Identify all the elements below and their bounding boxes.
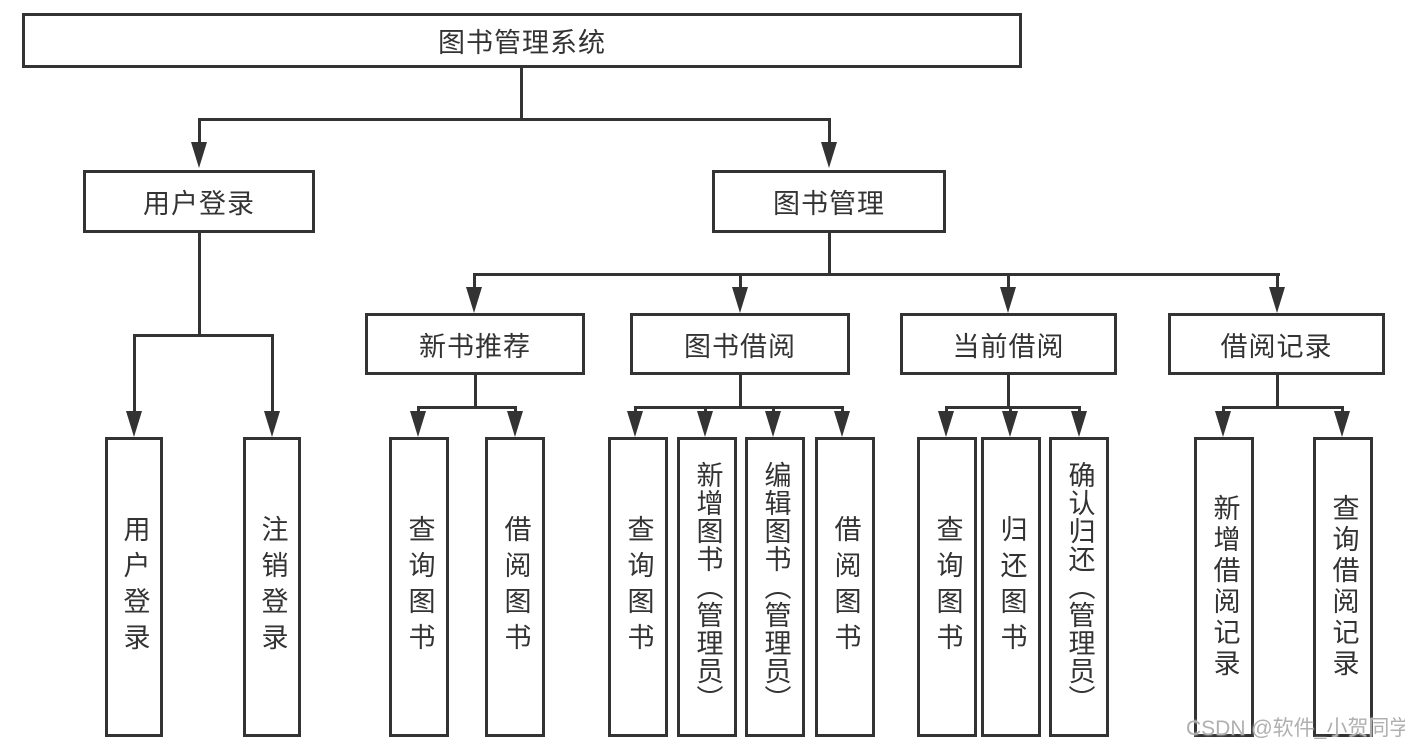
connector-arrowhead xyxy=(1000,287,1016,313)
connector-line xyxy=(473,273,476,291)
leaf-edit-book-admin: 编辑图书（管理员） xyxy=(745,437,805,737)
connector-line xyxy=(271,334,274,414)
connector-line xyxy=(1276,375,1279,408)
connector-line xyxy=(198,118,831,121)
connector-arrowhead xyxy=(1269,287,1285,313)
connector-line xyxy=(133,334,136,414)
node-label: 借阅记录 xyxy=(1220,331,1333,362)
connector-line xyxy=(1222,406,1225,414)
node-label: 图书管理系统 xyxy=(438,28,606,58)
connector-line xyxy=(1222,406,1344,409)
connector-line xyxy=(1007,273,1010,291)
connector-arrowhead xyxy=(191,142,207,168)
node-label: 用户登录 xyxy=(143,189,255,219)
leaf-add-borrow-record: 新增借阅记录 xyxy=(1194,437,1254,737)
connector-line xyxy=(417,406,420,414)
connector-arrowhead xyxy=(1002,411,1018,437)
connector-arrowhead xyxy=(264,411,280,437)
connector-line xyxy=(1009,406,1012,414)
node-label: 当前借阅 xyxy=(952,331,1065,362)
connector-arrowhead xyxy=(126,411,142,437)
leaf-label: 查询图书 xyxy=(623,515,654,659)
node-user-login: 用户登录 xyxy=(83,170,315,233)
leaf-label: 编辑图书（管理员） xyxy=(760,461,791,713)
connector-line xyxy=(739,273,742,291)
connector-line xyxy=(514,406,517,414)
leaf-label: 查询图书 xyxy=(932,515,963,659)
connector-line xyxy=(198,118,201,150)
connector-arrowhead xyxy=(1334,411,1350,437)
connector-line xyxy=(828,118,831,150)
connector-arrowhead xyxy=(732,287,748,313)
leaf-query-books-current: 查询图书 xyxy=(917,437,977,737)
connector-arrowhead xyxy=(697,411,713,437)
connector-line xyxy=(945,406,1081,409)
leaf-user-login: 用户登录 xyxy=(105,437,163,737)
node-label: 图书管理 xyxy=(773,189,885,219)
connector-line xyxy=(198,233,201,337)
connector-line xyxy=(474,375,477,408)
connector-line xyxy=(417,406,517,409)
node-book-borrowing: 图书借阅 xyxy=(630,313,850,375)
leaf-label: 用户登录 xyxy=(119,515,150,659)
leaf-query-books-recommend: 查询图书 xyxy=(389,437,449,737)
leaf-label: 确认归还（管理员） xyxy=(1064,461,1095,713)
connector-line xyxy=(634,406,637,414)
connector-arrowhead xyxy=(1071,411,1087,437)
connector-arrowhead xyxy=(410,411,426,437)
leaf-label: 借阅图书 xyxy=(500,515,531,659)
leaf-borrow-books: 借阅图书 xyxy=(815,437,875,737)
node-borrowing-records: 借阅记录 xyxy=(1168,313,1385,375)
leaf-confirm-return-admin: 确认归还（管理员） xyxy=(1049,437,1109,737)
leaf-label: 归还图书 xyxy=(996,515,1027,659)
node-library-management-system: 图书管理系统 xyxy=(22,13,1022,68)
leaf-borrow-books-recommend: 借阅图书 xyxy=(485,437,545,737)
leaf-return-books: 归还图书 xyxy=(981,437,1041,737)
connector-arrowhead xyxy=(507,411,523,437)
connector-line xyxy=(772,406,775,414)
connector-line xyxy=(133,334,274,337)
connector-line xyxy=(634,406,844,409)
node-new-book-recommend: 新书推荐 xyxy=(365,313,585,375)
node-current-borrowing: 当前借阅 xyxy=(900,313,1117,375)
csdn-watermark: CSDN @软件_小贺同学 xyxy=(1186,717,1405,740)
connector-line xyxy=(1276,273,1279,291)
leaf-query-books-borrowing: 查询图书 xyxy=(608,437,668,737)
leaf-label: 查询借阅记录 xyxy=(1328,494,1359,680)
connector-arrowhead xyxy=(765,411,781,437)
connector-line xyxy=(704,406,707,414)
connector-line xyxy=(1341,406,1344,414)
connector-line xyxy=(828,233,831,276)
connector-line xyxy=(473,273,1280,276)
leaf-add-book-admin: 新增图书（管理员） xyxy=(677,437,737,737)
connector-line xyxy=(1078,406,1081,414)
connector-line xyxy=(945,406,948,414)
node-label: 图书借阅 xyxy=(684,331,796,362)
connector-line xyxy=(739,375,742,408)
node-label: 新书推荐 xyxy=(419,331,531,362)
connector-line xyxy=(841,406,844,414)
leaf-label: 新增借阅记录 xyxy=(1209,494,1240,680)
connector-arrowhead xyxy=(627,411,643,437)
leaf-label: 借阅图书 xyxy=(830,515,861,659)
connector-line xyxy=(1007,375,1010,408)
connector-arrowhead xyxy=(466,287,482,313)
leaf-label: 新增图书（管理员） xyxy=(692,461,723,713)
connector-arrowhead xyxy=(821,142,837,168)
connector-arrowhead xyxy=(1215,411,1231,437)
leaf-label: 查询图书 xyxy=(404,515,435,659)
connector-arrowhead xyxy=(938,411,954,437)
connector-arrowhead xyxy=(834,411,850,437)
leaf-logout: 注销登录 xyxy=(243,437,301,737)
node-book-management: 图书管理 xyxy=(712,170,946,233)
leaf-query-borrow-record: 查询借阅记录 xyxy=(1313,437,1373,737)
connector-line xyxy=(520,68,523,120)
leaf-label: 注销登录 xyxy=(257,515,288,659)
